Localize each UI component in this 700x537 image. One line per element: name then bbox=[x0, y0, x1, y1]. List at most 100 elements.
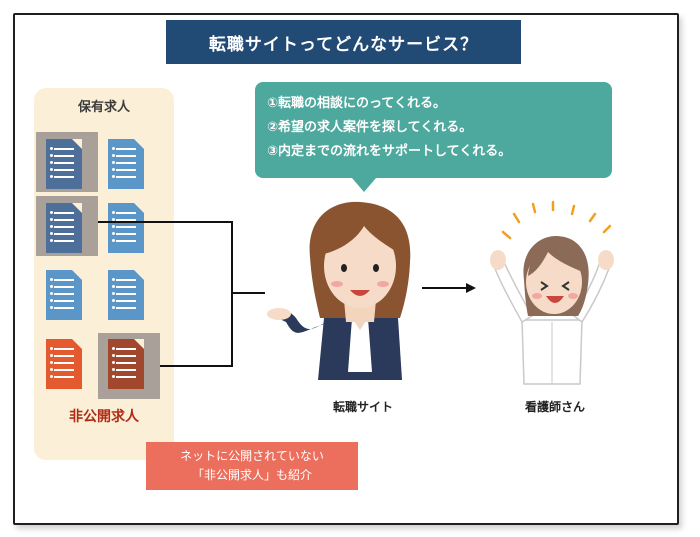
document-bullet bbox=[50, 361, 53, 364]
consultant-label: 転職サイト bbox=[332, 400, 393, 414]
document-line bbox=[116, 348, 136, 350]
document-line bbox=[116, 162, 136, 164]
document-line bbox=[54, 162, 74, 164]
document-bullet bbox=[50, 147, 53, 150]
document-bullet bbox=[50, 347, 53, 350]
document-line bbox=[54, 355, 74, 357]
document-line bbox=[54, 219, 74, 221]
job-document-icon bbox=[108, 203, 144, 253]
document-line bbox=[116, 307, 136, 309]
service-point-3: ③内定までの流れをサポートしてくれる。 bbox=[267, 144, 512, 159]
speech-bubble: ①転職の相談にのってくれる。 ②希望の求人案件を探してくれる。 ③内定までの流れ… bbox=[255, 82, 612, 178]
document-bullet bbox=[50, 368, 53, 371]
job-document-icon bbox=[46, 139, 82, 189]
document-line bbox=[116, 219, 136, 221]
document-bullet bbox=[50, 168, 53, 171]
private-jobs-label: 非公開求人 bbox=[69, 409, 139, 425]
document-line bbox=[54, 233, 74, 235]
document-line bbox=[116, 376, 136, 378]
job-document-icon bbox=[46, 339, 82, 389]
document-line bbox=[116, 226, 136, 228]
document-bullet bbox=[50, 154, 53, 157]
document-bullet bbox=[112, 347, 115, 350]
document-line bbox=[54, 155, 74, 157]
document-bullet bbox=[112, 161, 115, 164]
document-bullet bbox=[112, 299, 115, 302]
document-bullet bbox=[112, 154, 115, 157]
document-bullet bbox=[112, 239, 115, 242]
document-bullet bbox=[50, 225, 53, 228]
document-bullet bbox=[112, 375, 115, 378]
document-bullet bbox=[50, 375, 53, 378]
document-line bbox=[54, 307, 74, 309]
document-line bbox=[116, 293, 136, 295]
diagram-title: 転職サイトってどんなサービス？ bbox=[166, 20, 521, 64]
document-line bbox=[54, 286, 74, 288]
document-line bbox=[54, 376, 74, 378]
nurse-illustration bbox=[490, 200, 614, 385]
document-bullet bbox=[112, 175, 115, 178]
document-bullet bbox=[112, 232, 115, 235]
job-document-icon bbox=[108, 270, 144, 320]
document-bullet bbox=[50, 211, 53, 214]
document-line bbox=[116, 279, 136, 281]
document-bullet bbox=[112, 354, 115, 357]
document-line bbox=[54, 362, 74, 364]
document-line bbox=[54, 169, 74, 171]
note-line-2: 「非公開求人」も紹介 bbox=[191, 468, 312, 482]
document-bullet bbox=[112, 368, 115, 371]
document-bullet bbox=[112, 147, 115, 150]
document-line bbox=[116, 355, 136, 357]
document-bullet bbox=[112, 285, 115, 288]
document-line bbox=[54, 212, 74, 214]
nurse-label: 看護師さん bbox=[524, 400, 585, 414]
document-line bbox=[54, 176, 74, 178]
document-line bbox=[116, 212, 136, 214]
document-line bbox=[116, 369, 136, 371]
document-line bbox=[54, 300, 74, 302]
document-bullet bbox=[112, 225, 115, 228]
document-bullet bbox=[50, 218, 53, 221]
document-bullet bbox=[112, 218, 115, 221]
document-bullet bbox=[50, 232, 53, 235]
document-line bbox=[116, 155, 136, 157]
document-line bbox=[116, 362, 136, 364]
document-bullet bbox=[50, 285, 53, 288]
speech-bubble-tail bbox=[352, 178, 376, 192]
document-line bbox=[116, 148, 136, 150]
document-bullet bbox=[50, 175, 53, 178]
job-document-icon bbox=[108, 139, 144, 189]
document-line bbox=[54, 279, 74, 281]
document-bullet bbox=[112, 306, 115, 309]
document-line bbox=[116, 233, 136, 235]
document-bullet bbox=[112, 211, 115, 214]
document-line bbox=[54, 226, 74, 228]
private-jobs-note: ネットに公開されていない 「非公開求人」も紹介 bbox=[146, 442, 358, 490]
job-document-icon bbox=[46, 270, 82, 320]
arrow-icon bbox=[422, 283, 476, 293]
document-bullet bbox=[50, 306, 53, 309]
document-bullet bbox=[50, 161, 53, 164]
connector-lines bbox=[98, 221, 265, 367]
document-bullet bbox=[50, 354, 53, 357]
document-bullet bbox=[112, 168, 115, 171]
job-document-icon bbox=[46, 203, 82, 253]
document-line bbox=[54, 293, 74, 295]
service-point-2: ②希望の求人案件を探してくれる。 bbox=[267, 120, 473, 135]
document-line bbox=[116, 176, 136, 178]
document-bullet bbox=[112, 361, 115, 364]
document-bullet bbox=[112, 292, 115, 295]
document-line bbox=[116, 286, 136, 288]
consultant-illustration bbox=[267, 201, 411, 380]
document-bullet bbox=[50, 278, 53, 281]
document-bullet bbox=[112, 278, 115, 281]
note-line-1: ネットに公開されていない bbox=[180, 449, 324, 463]
holdings-label: 保有求人 bbox=[77, 100, 130, 115]
service-point-1: ①転職の相談にのってくれる。 bbox=[267, 96, 446, 111]
document-bullet bbox=[50, 292, 53, 295]
document-line bbox=[54, 348, 74, 350]
document-line bbox=[54, 240, 74, 242]
document-bullet bbox=[50, 239, 53, 242]
document-line bbox=[116, 169, 136, 171]
